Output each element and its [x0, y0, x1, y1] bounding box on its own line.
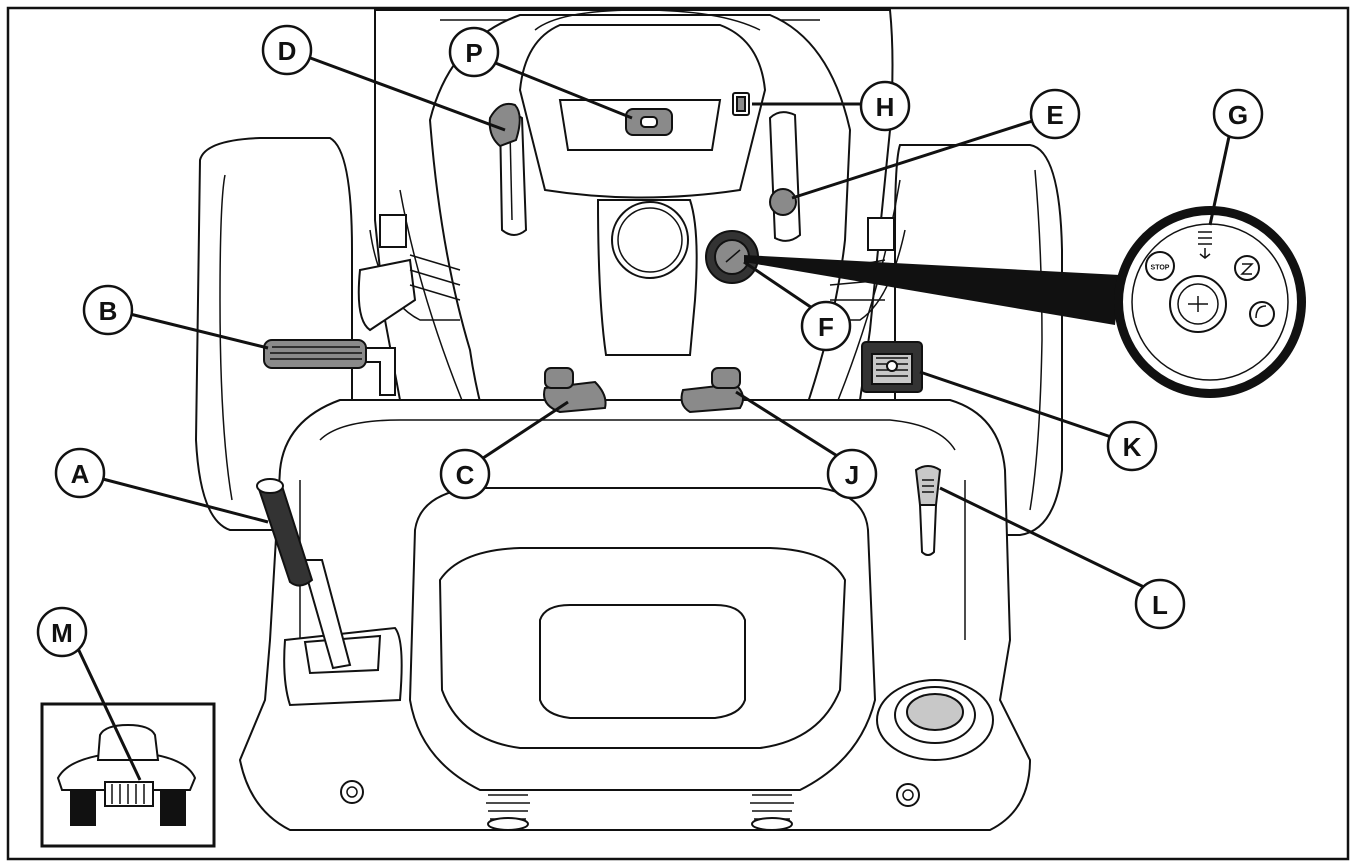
- cup-holder: [876, 679, 994, 761]
- svg-text:C: C: [456, 460, 475, 490]
- ignition-magnifier: STOP: [744, 206, 1306, 398]
- callout-l: L: [1134, 578, 1186, 630]
- leader-c: [473, 400, 569, 466]
- svg-text:L: L: [1152, 590, 1168, 620]
- svg-text:A: A: [71, 459, 90, 489]
- control-j: [680, 367, 745, 414]
- leader-m: [72, 639, 142, 781]
- stop-icon: STOP: [1145, 251, 1175, 281]
- lights-icon: [1198, 231, 1212, 259]
- inset-m: [40, 702, 216, 848]
- leader-b: [129, 312, 269, 350]
- run-icon: [1234, 255, 1260, 281]
- svg-text:D: D: [278, 36, 297, 66]
- callout-k: K: [1106, 420, 1158, 472]
- svg-text:H: H: [876, 92, 895, 122]
- callout-b: B: [82, 284, 134, 336]
- lever-l: [914, 465, 942, 556]
- svg-text:E: E: [1046, 100, 1063, 130]
- indicator-h: [732, 92, 750, 116]
- leader-a: [98, 476, 269, 524]
- seat: [408, 487, 877, 791]
- callout-f: F: [800, 300, 852, 352]
- callout-p: P: [448, 26, 500, 78]
- svg-text:B: B: [99, 296, 118, 326]
- control-c: [543, 367, 607, 414]
- control-e: [768, 111, 802, 242]
- leader-l: [939, 486, 1151, 592]
- ignition-switch-f: [705, 230, 759, 284]
- right-hinge-bracket: [829, 217, 895, 301]
- svg-text:G: G: [1228, 100, 1248, 130]
- steering-column: [596, 199, 698, 356]
- callout-a: A: [54, 447, 106, 499]
- leader-e: [791, 114, 1049, 200]
- svg-text:K: K: [1123, 432, 1142, 462]
- callout-d: D: [261, 24, 313, 76]
- callout-g: G: [1212, 88, 1264, 140]
- callout-e: E: [1029, 88, 1081, 140]
- deck-bolt-left: [340, 780, 364, 804]
- pedal-b: [263, 339, 396, 396]
- svg-text:STOP: STOP: [1151, 265, 1170, 272]
- svg-text:M: M: [51, 618, 73, 648]
- svg-text:J: J: [845, 460, 859, 490]
- leader-j: [735, 390, 851, 466]
- leader-p: [487, 58, 633, 120]
- callout-j: J: [826, 448, 878, 500]
- lever-a: [256, 478, 352, 670]
- leader-g: [1208, 131, 1232, 226]
- seat-spring-left: [486, 794, 530, 831]
- callout-c: C: [439, 448, 491, 500]
- svg-text:F: F: [818, 312, 834, 342]
- button-p: [625, 108, 673, 136]
- switch-k: [861, 341, 923, 393]
- seat-spring-right: [750, 794, 794, 831]
- deck-bolt-right: [896, 783, 920, 807]
- leader-d: [304, 54, 506, 132]
- leader-k: [919, 370, 1121, 442]
- start-icon: [1249, 301, 1275, 327]
- callout-m: M: [36, 606, 88, 658]
- lever-d: [488, 102, 528, 236]
- callout-h: H: [859, 80, 911, 132]
- left-hinge-bracket: [357, 214, 461, 332]
- svg-text:P: P: [465, 38, 482, 68]
